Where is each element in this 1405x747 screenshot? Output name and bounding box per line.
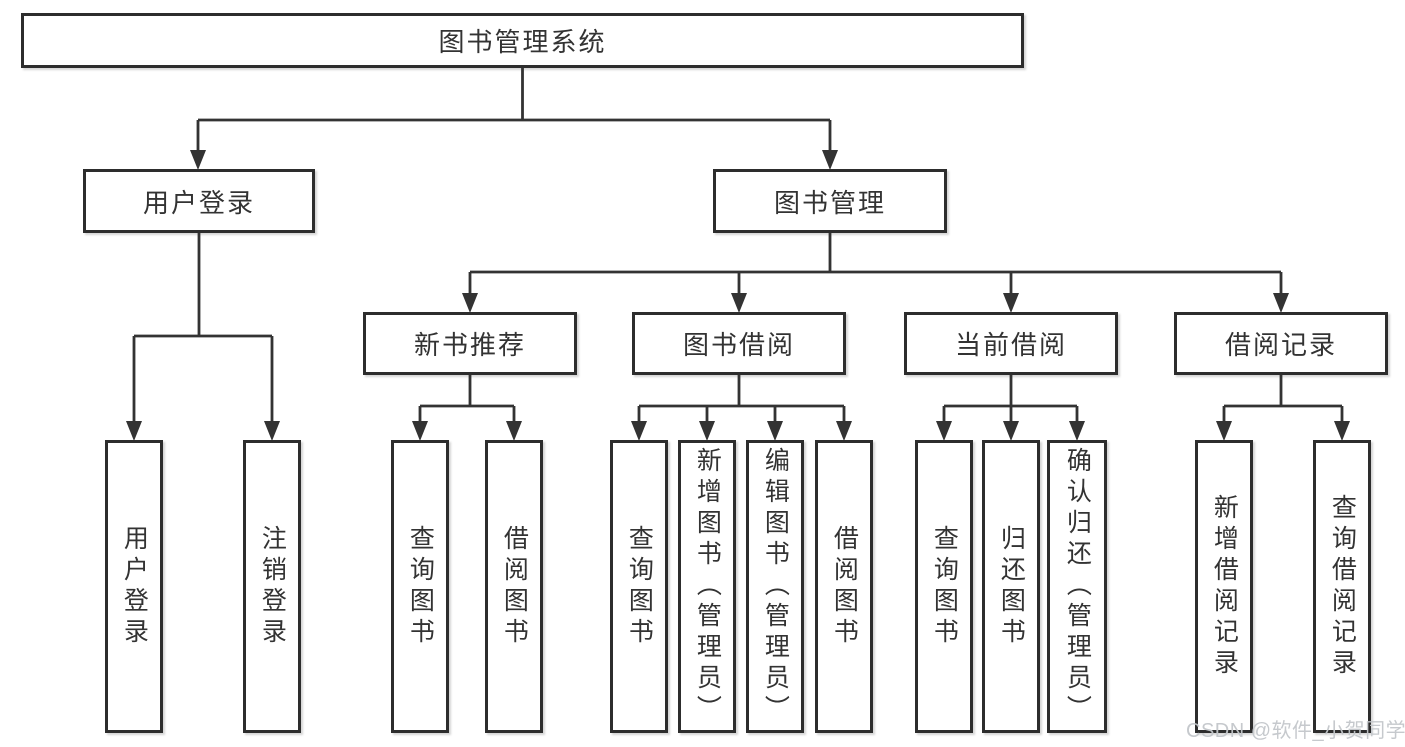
- leaf-query-books-borrow: 查询图书: [610, 440, 668, 733]
- leaf-borrow-books: 借阅图书: [815, 440, 873, 733]
- node-user-login-label: 用户登录: [142, 187, 255, 218]
- leaf-query-books-current-label: 查询图书: [930, 524, 959, 649]
- leaf-query-books-current: 查询图书: [915, 440, 973, 733]
- leaf-return-book-label: 归还图书: [997, 524, 1026, 649]
- node-book-management-label: 图书管理: [773, 187, 886, 218]
- leaf-add-book-admin-label: 新增图书（管理员）: [693, 447, 722, 726]
- leaf-query-books-borrow-label: 查询图书: [625, 524, 654, 649]
- leaf-query-borrow-record: 查询借阅记录: [1313, 440, 1371, 733]
- leaf-add-book-admin: 新增图书（管理员）: [678, 440, 736, 733]
- node-user-login: 用户登录: [83, 169, 315, 233]
- node-new-book-recommend-label: 新书推荐: [413, 330, 526, 360]
- node-new-book-recommend: 新书推荐: [363, 312, 577, 375]
- node-book-borrow-label: 图书借阅: [682, 330, 795, 360]
- node-book-borrow: 图书借阅: [632, 312, 846, 375]
- watermark-text: CSDN @软件_小贺同学: [1186, 720, 1405, 742]
- leaf-confirm-return-admin-label: 确认归还（管理员）: [1063, 447, 1092, 726]
- leaf-edit-book-admin: 编辑图书（管理员）: [746, 440, 804, 733]
- leaf-user-login: 用户登录: [105, 440, 163, 733]
- leaf-add-borrow-record: 新增借阅记录: [1195, 440, 1253, 733]
- leaf-query-borrow-record-label: 查询借阅记录: [1328, 493, 1357, 680]
- node-root-label: 图书管理系统: [438, 27, 607, 57]
- leaf-return-book: 归还图书: [982, 440, 1040, 733]
- leaf-add-borrow-record-label: 新增借阅记录: [1210, 493, 1239, 680]
- leaf-query-books-recommend-label: 查询图书: [406, 524, 435, 649]
- leaf-logout-label: 注销登录: [258, 524, 287, 649]
- leaf-confirm-return-admin: 确认归还（管理员）: [1047, 440, 1107, 733]
- node-borrow-records: 借阅记录: [1174, 312, 1388, 375]
- leaf-edit-book-admin-label: 编辑图书（管理员）: [761, 447, 790, 726]
- node-root: 图书管理系统: [21, 13, 1024, 68]
- node-current-borrow: 当前借阅: [904, 312, 1118, 375]
- leaf-borrow-books-label: 借阅图书: [830, 524, 859, 649]
- node-borrow-records-label: 借阅记录: [1224, 330, 1337, 360]
- leaf-query-books-recommend: 查询图书: [391, 440, 449, 733]
- node-book-management: 图书管理: [713, 169, 947, 233]
- leaf-logout: 注销登录: [243, 440, 301, 733]
- leaf-user-login-label: 用户登录: [120, 524, 149, 649]
- leaf-borrow-books-recommend: 借阅图书: [485, 440, 543, 733]
- leaf-borrow-books-recommend-label: 借阅图书: [500, 524, 529, 649]
- node-current-borrow-label: 当前借阅: [954, 330, 1067, 360]
